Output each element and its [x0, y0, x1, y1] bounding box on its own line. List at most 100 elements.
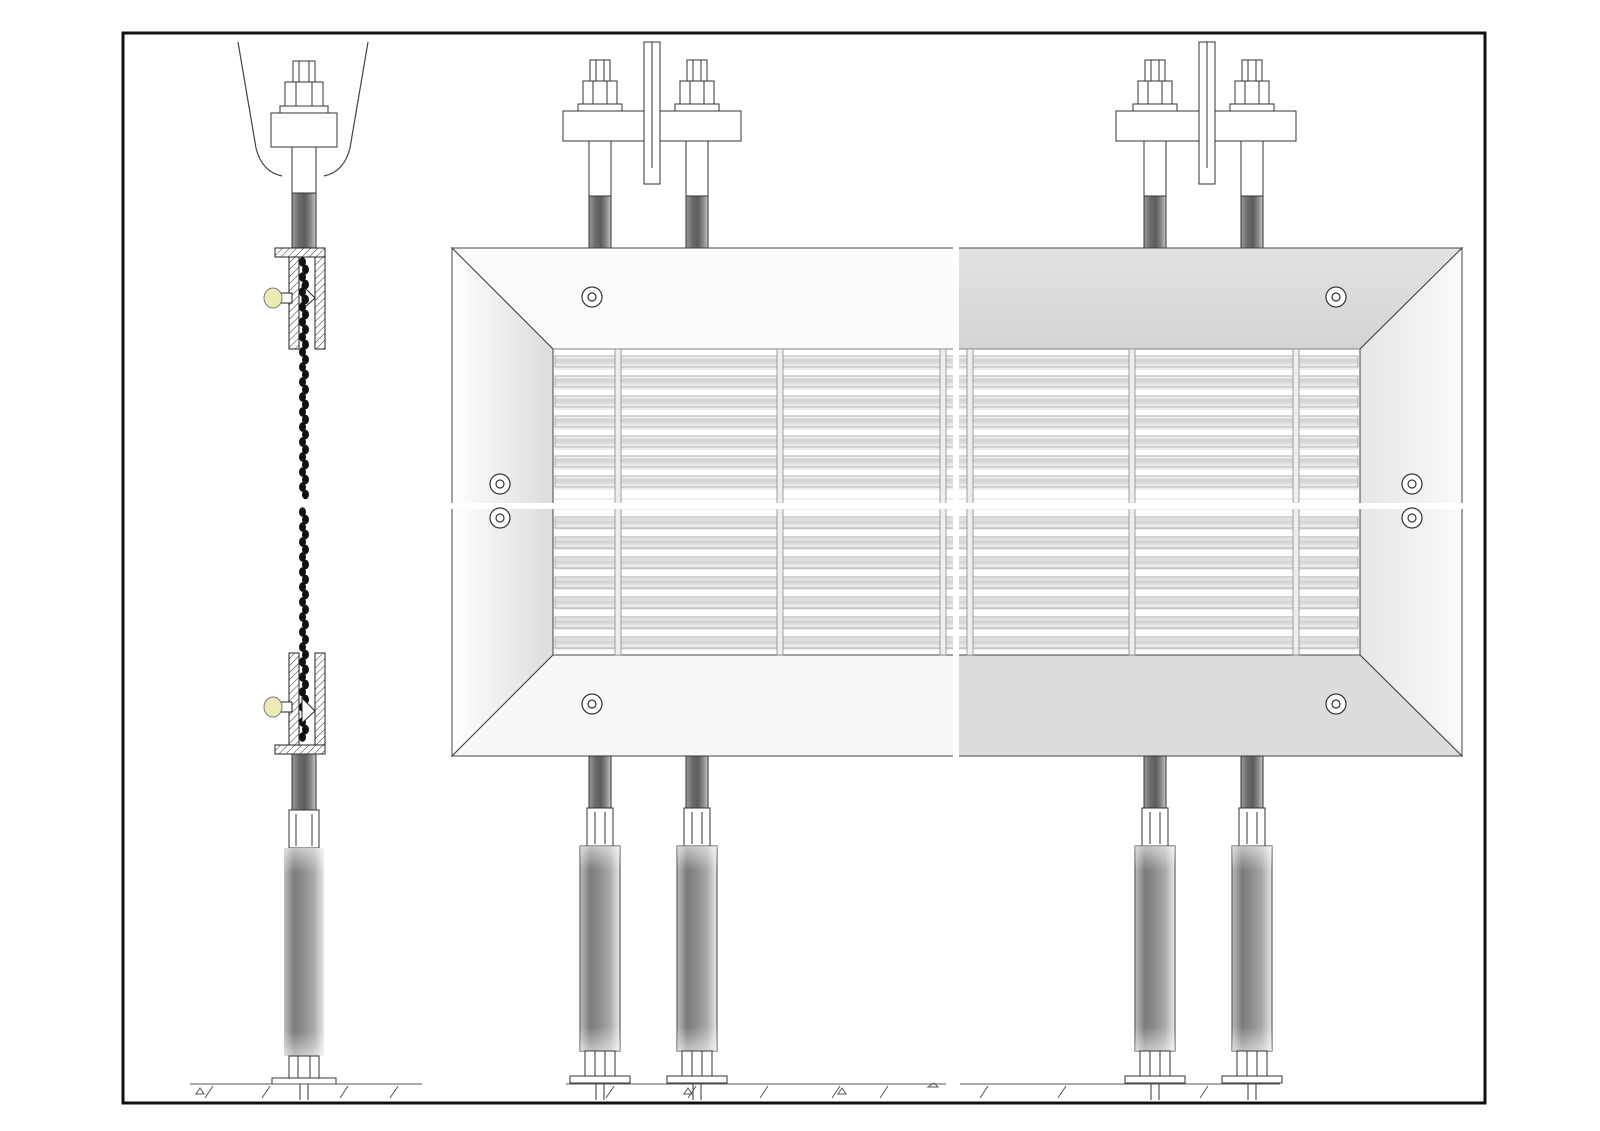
chain-link: [302, 634, 309, 645]
nut: [1236, 1050, 1268, 1077]
chain-link: [299, 452, 306, 462]
chain-link: [302, 514, 309, 525]
sheet-border: [121, 31, 1487, 1105]
base-plate: [666, 1075, 728, 1084]
chain-link: [302, 604, 309, 615]
front-ground-line: [566, 1082, 1280, 1099]
side-upper-rod: [291, 192, 317, 249]
chain-link: [299, 642, 306, 652]
chain-link: [299, 552, 306, 562]
rod-upper: [1240, 195, 1264, 249]
screw-icon: [1325, 693, 1347, 715]
screw-icon: [489, 473, 511, 495]
nut: [679, 80, 715, 105]
grille-mullion: [966, 348, 974, 656]
rod-lower: [1240, 755, 1264, 809]
nut: [1137, 80, 1173, 105]
chain-link: [299, 567, 306, 577]
chain-link: [299, 407, 306, 417]
upper-clamp-bracket: [263, 247, 326, 350]
chain-link: [299, 347, 306, 357]
screw-icon: [581, 286, 603, 308]
front-elevation-view: [448, 41, 1466, 1100]
rod-lower: [1143, 755, 1167, 809]
nut: [589, 59, 611, 83]
chain-link: [302, 649, 309, 660]
chain-link: [302, 459, 309, 470]
chain: [299, 257, 309, 742]
chain-link: [299, 437, 306, 447]
chain-link: [302, 559, 309, 570]
chain-link: [299, 272, 306, 282]
nut: [681, 1050, 713, 1077]
nut: [582, 80, 618, 105]
rod-upper: [685, 195, 709, 249]
chain-link: [302, 664, 309, 675]
chain-link: [299, 467, 306, 477]
grille-mullion: [1292, 348, 1300, 656]
washer: [1229, 103, 1275, 112]
chain-link: [302, 339, 309, 350]
chain-link: [302, 444, 309, 455]
chain-link: [302, 279, 309, 290]
chain-link: [302, 414, 309, 425]
frame-screws: [489, 286, 1423, 715]
damper-collar: [1238, 807, 1266, 847]
chain-link: [299, 332, 306, 342]
chain-link: [299, 597, 306, 607]
chain-link: [299, 392, 306, 402]
chain-link: [302, 574, 309, 585]
chain-link: [299, 482, 306, 492]
lower-damper-set: [569, 755, 1283, 1100]
chain-link: [302, 724, 309, 735]
rod-lower: [685, 755, 709, 809]
chain-link: [299, 582, 306, 592]
chain-link: [302, 309, 309, 320]
upper-hanger-left-pair: [562, 41, 742, 249]
chain-link: [299, 612, 306, 622]
chain-link: [302, 324, 309, 335]
chain-link: [302, 429, 309, 440]
nut: [1241, 59, 1263, 83]
chain-link: [302, 354, 309, 365]
chain-link: [299, 627, 306, 637]
damper-collar: [1141, 807, 1169, 847]
nut: [1234, 80, 1270, 105]
grille-mullion: [1128, 348, 1136, 656]
nut: [1139, 1050, 1171, 1077]
chain-link: [299, 317, 306, 327]
screw-icon: [581, 693, 603, 715]
chain-link: [302, 294, 309, 305]
chain-link: [302, 264, 309, 275]
threaded-rod-upper: [1143, 140, 1167, 197]
side-section-view: [190, 41, 422, 1100]
upper-hanger-right-pair: [1115, 41, 1297, 249]
chain-link: [302, 399, 309, 410]
washer: [577, 103, 623, 112]
chain-link: [302, 679, 309, 690]
lower-clamp-bracket: [263, 652, 326, 755]
chain-link: [299, 377, 306, 387]
base-plate: [569, 1075, 631, 1084]
base-plate: [1221, 1075, 1283, 1084]
chain-link: [299, 507, 306, 517]
side-lower-rod: [291, 753, 317, 811]
chain-link: [299, 257, 306, 267]
cap-nut-icon: [263, 287, 283, 309]
washer: [674, 103, 720, 112]
base-plate: [1124, 1075, 1186, 1084]
cap-nut-icon: [263, 696, 283, 718]
grille-mullion: [939, 348, 947, 656]
rod-upper: [1143, 195, 1167, 249]
chain-link: [299, 732, 306, 742]
chain-link: [302, 529, 309, 540]
chain-link: [302, 619, 309, 630]
damper-collar: [586, 807, 614, 847]
nut: [1144, 59, 1166, 83]
horizontal-split-gap: [448, 503, 1466, 509]
threaded-rod-upper: [1240, 140, 1264, 197]
threaded-rod-upper: [685, 140, 709, 197]
damper-collar: [683, 807, 711, 847]
side-ground-line: [190, 1083, 422, 1099]
vertical-split-gap: [953, 244, 959, 760]
